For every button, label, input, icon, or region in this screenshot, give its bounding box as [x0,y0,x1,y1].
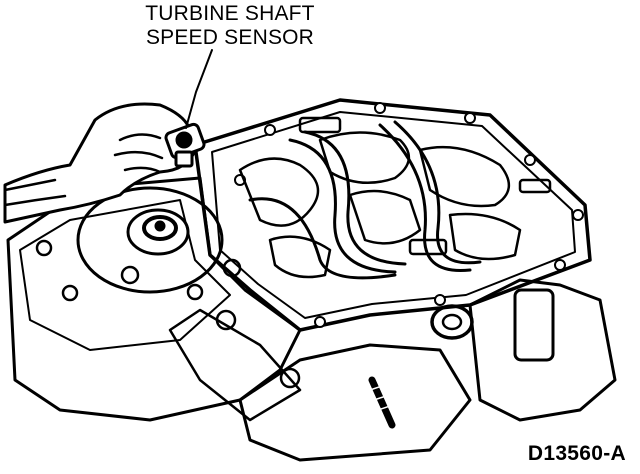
lower-case [238,343,472,462]
turbine-shaft-speed-sensor [164,122,206,168]
converter-housing [76,186,224,294]
right-housing [468,278,617,422]
plate-bolts [234,102,584,328]
stud-threads [369,383,397,411]
callout-label: TURBINE SHAFT SPEED SENSOR [100,2,360,50]
valve-body-plate [193,98,592,332]
valve-body-gasket [211,111,576,319]
hand-fingers [113,133,164,174]
callout-line-2: SPEED SENSOR [145,26,315,49]
callout-line-1: TURBINE SHAFT [145,2,315,25]
valve-body-channels [238,116,552,279]
electrical-connector [430,304,474,340]
turbine-shaft-spline [142,215,178,241]
wiring-harness [248,120,482,280]
transmission-case [6,176,302,422]
side-cylinder [513,288,555,362]
lower-bracket [168,308,302,422]
housing-bolts [35,239,301,389]
case-flange [19,199,231,351]
shaft-center [154,220,166,232]
figure-id: D13560-A [527,442,626,465]
turbine-shaft-hub [126,208,190,256]
connector-pin [441,313,463,331]
wrist-cuff [3,178,67,207]
callout-leader [185,49,213,129]
